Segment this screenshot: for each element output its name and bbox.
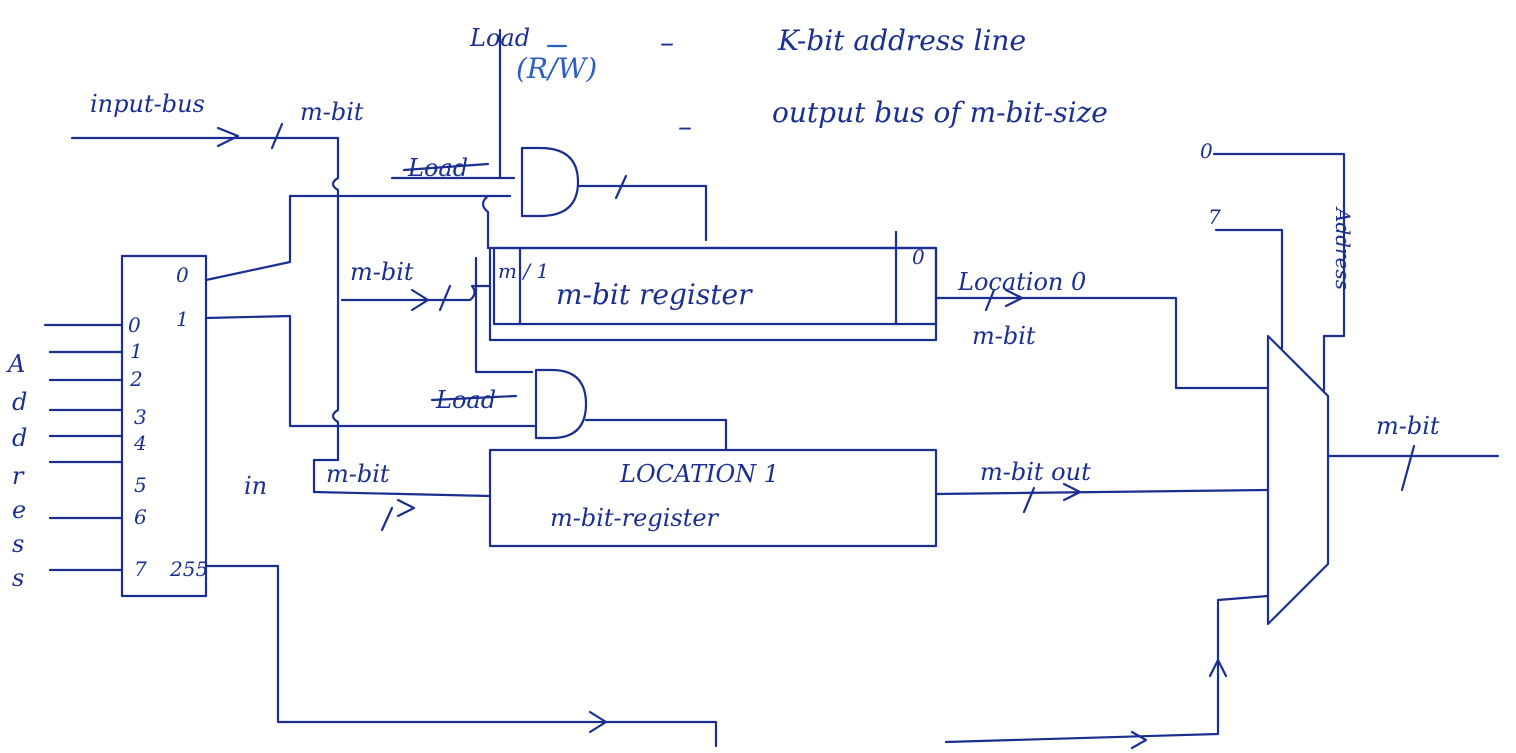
mux-output-slash xyxy=(1402,446,1414,490)
register-0-bit: 0 xyxy=(912,245,925,269)
bus-width-0: m-bit xyxy=(350,258,414,286)
decoder-out-255: 255 xyxy=(169,557,208,581)
mux-out-width: m-bit xyxy=(1376,412,1440,440)
address-letter-6: s xyxy=(12,530,24,558)
address-letter-2: d xyxy=(12,388,27,416)
and-gate-1-output xyxy=(586,420,726,450)
input-bus-wire xyxy=(72,138,338,178)
decoder-in-0: 0 xyxy=(128,313,141,337)
mux-addr-0: 0 xyxy=(1200,139,1213,163)
register-0-mux: m / 1 xyxy=(498,259,549,283)
decoder-out255-wire xyxy=(206,566,716,746)
address-letter-3: d xyxy=(12,424,27,452)
location0-out-label: Location 0 xyxy=(957,268,1086,296)
bottom-return-wire xyxy=(946,596,1268,742)
decoder-in-1: 1 xyxy=(130,339,143,363)
and-gate-0-output xyxy=(578,186,706,240)
decoder-in-3: 3 xyxy=(134,405,147,429)
note-dash-2: – xyxy=(678,110,692,143)
location1-in-label: in xyxy=(244,472,267,500)
decoder-input-lines xyxy=(45,325,122,570)
decoder-in-7: 7 xyxy=(134,557,147,581)
decoder-in-4: 4 xyxy=(133,431,147,455)
input-bus-label: input-bus xyxy=(90,90,205,118)
mux-addr-wire-0 xyxy=(1214,154,1344,390)
note-output-bus: output bus of m-bit-size xyxy=(772,96,1108,129)
decoder-in-5: 5 xyxy=(134,473,147,497)
bus-slash-0 xyxy=(440,286,450,310)
address-letter-7: s xyxy=(12,564,24,592)
bus-width-1: m-bit xyxy=(326,460,390,488)
address-letter-5: e xyxy=(12,496,26,524)
register-0-frame xyxy=(483,196,936,340)
decoder-in-2: 2 xyxy=(129,367,143,391)
bus-wire-1 xyxy=(314,492,490,496)
bottom-return-arrow xyxy=(1132,732,1146,748)
address-letter-1: A xyxy=(6,350,25,378)
mux-addr-7: 7 xyxy=(1208,205,1221,229)
note-rw: (R/W) xyxy=(516,52,597,85)
input-bus-vertical xyxy=(333,178,338,460)
input-bus-slash xyxy=(272,124,282,148)
and-gate-1 xyxy=(536,370,586,438)
register-0-label: m-bit register xyxy=(556,278,753,311)
register-1-title: LOCATION 1 xyxy=(619,460,779,488)
note-address-line: K-bit address line xyxy=(777,24,1026,57)
and-gate-0 xyxy=(522,148,578,216)
bus-slash-1 xyxy=(382,508,392,530)
output-mux xyxy=(1268,336,1328,624)
mux-addr-wire-7 xyxy=(1216,230,1282,348)
location1-out-wire xyxy=(936,490,1268,494)
register-1-label: m-bit-register xyxy=(550,504,720,532)
decoder-out-1: 1 xyxy=(176,307,189,331)
note-dash-1: – xyxy=(660,26,674,59)
mux-addr-text: Address xyxy=(1331,206,1355,290)
input-bus-width: m-bit xyxy=(300,98,364,126)
location1-out-label: m-bit out xyxy=(980,458,1091,486)
decoder-out-0: 0 xyxy=(176,263,189,287)
location1-out-slash xyxy=(1024,488,1034,512)
address-letter-4: r xyxy=(12,462,25,490)
bus-arrow-1 xyxy=(398,500,414,516)
location0-out-width: m-bit xyxy=(972,322,1036,350)
decoder-in-6: 6 xyxy=(134,505,147,529)
